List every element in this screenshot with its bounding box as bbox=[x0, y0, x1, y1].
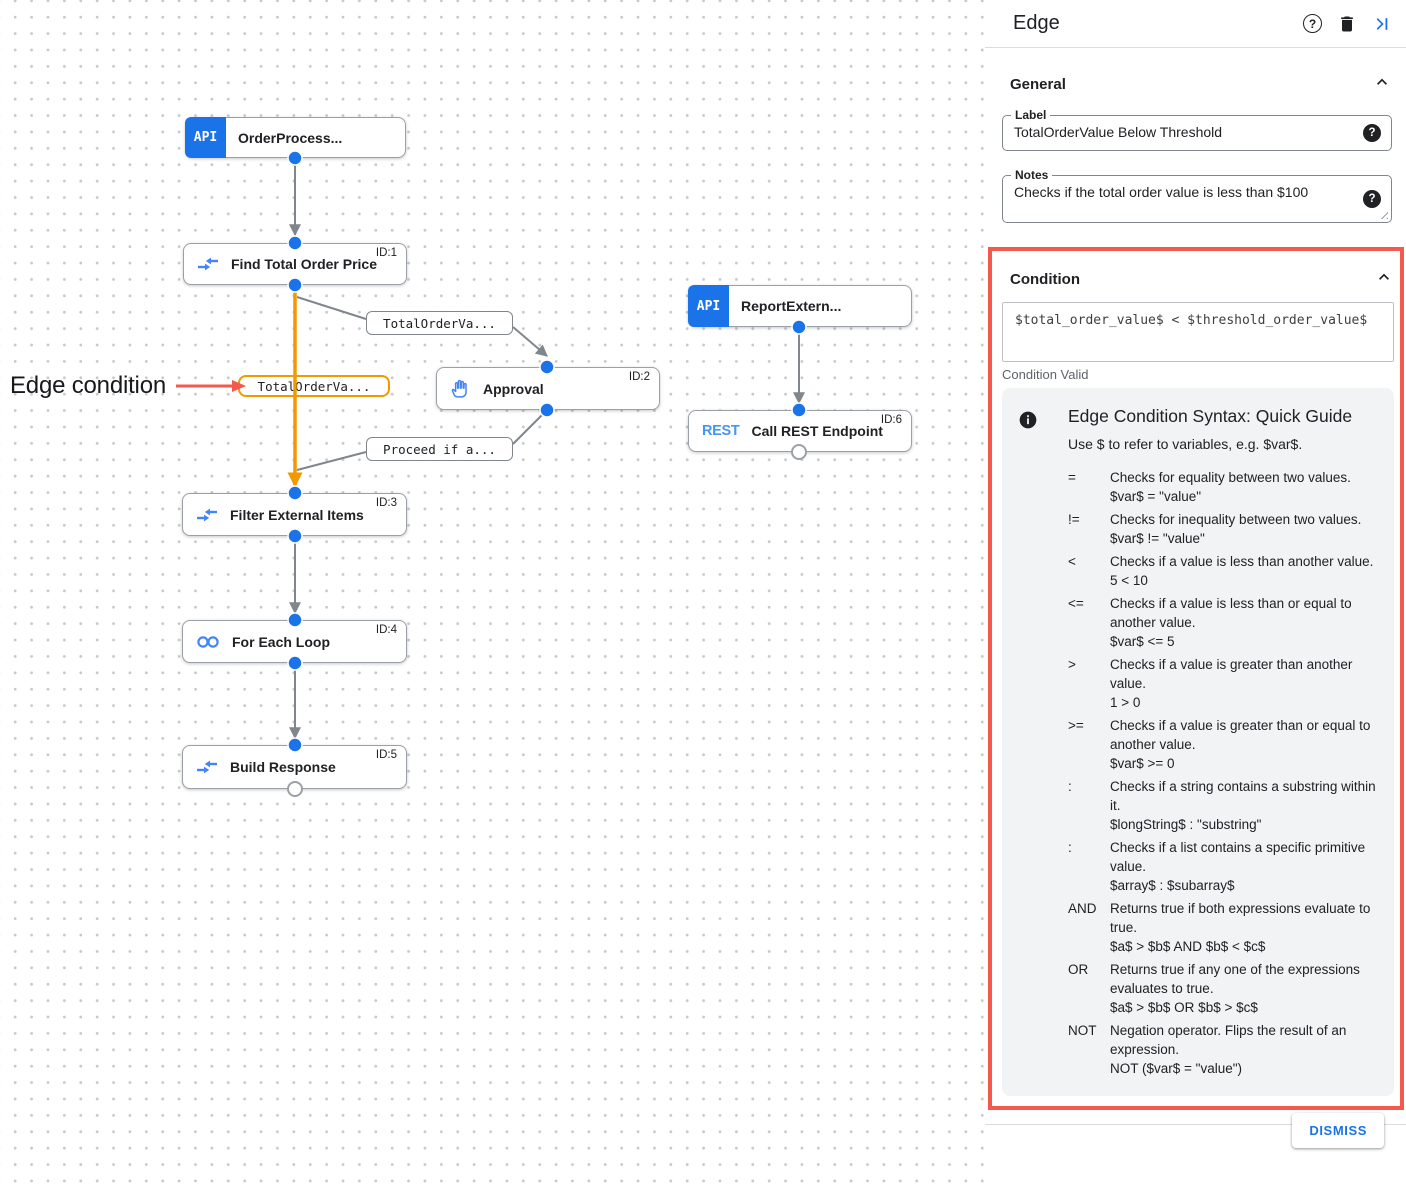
loop-icon bbox=[196, 634, 220, 650]
panel-header: Edge ? bbox=[985, 0, 1406, 48]
label-field: Label ? bbox=[1002, 108, 1392, 151]
node-id: ID:6 bbox=[880, 414, 902, 426]
node-approval[interactable]: Approval ID:2 bbox=[436, 367, 660, 410]
delete-icon[interactable] bbox=[1337, 14, 1357, 34]
api-badge: API bbox=[185, 117, 226, 158]
edge-label-totalorderva-gray[interactable]: TotalOrderVa... bbox=[366, 311, 513, 335]
edge-properties-panel: Edge ? General Label ? Notes Checks if t bbox=[985, 0, 1406, 1189]
api-badge: API bbox=[688, 285, 729, 327]
data-mapping-icon bbox=[197, 255, 219, 273]
guide-row: : Checks if a string contains a substrin… bbox=[1068, 779, 1376, 832]
node-reportextern[interactable]: API ReportExtern... bbox=[688, 285, 912, 327]
guide-row: < Checks if a value is less than another… bbox=[1068, 554, 1374, 588]
node-id: ID:1 bbox=[375, 247, 397, 259]
guide-row: : Checks if a list contains a specific p… bbox=[1068, 840, 1366, 893]
edge-find-to-approval-a[interactable] bbox=[296, 296, 367, 320]
guide-row: > Checks if a value is greater than anot… bbox=[1068, 657, 1353, 710]
node-id: ID:3 bbox=[375, 497, 397, 509]
general-section: General Label ? Notes Checks if the tota… bbox=[985, 48, 1406, 223]
node-title: Call REST Endpoint bbox=[751, 423, 883, 439]
guide-row: != Checks for inequality between two val… bbox=[1068, 512, 1362, 546]
edges-layer bbox=[287, 150, 807, 797]
general-heading: General bbox=[1010, 76, 1066, 93]
edge-approval-to-filter-b[interactable] bbox=[296, 451, 367, 471]
condition-status: Condition Valid bbox=[1002, 367, 1089, 382]
edge-label-proceed-if[interactable]: Proceed if a... bbox=[366, 437, 513, 461]
node-for-each-loop[interactable]: For Each Loop ID:4 bbox=[182, 620, 407, 663]
node-id: ID:4 bbox=[375, 624, 397, 636]
data-mapping-icon bbox=[196, 758, 218, 776]
label-input[interactable] bbox=[1014, 124, 1355, 140]
resize-handle[interactable] bbox=[1379, 210, 1388, 219]
annotation-arrow-icon bbox=[176, 380, 246, 392]
collapse-panel-icon[interactable] bbox=[1372, 14, 1392, 34]
node-title: OrderProcess... bbox=[238, 129, 343, 146]
data-mapping-icon bbox=[196, 506, 218, 524]
syntax-guide-panel: Edge Condition Syntax: Quick Guide Use $… bbox=[1002, 388, 1394, 1096]
node-title: Build Response bbox=[230, 759, 336, 775]
guide-row: NOT Negation operator. Flips the result … bbox=[1068, 1023, 1347, 1076]
dismiss-button[interactable]: DISMISS bbox=[1292, 1113, 1384, 1148]
workflow-canvas[interactable]: API OrderProcess... Find Total Order Pri… bbox=[0, 0, 985, 1189]
label-help-icon[interactable]: ? bbox=[1363, 124, 1381, 142]
node-id: ID:5 bbox=[375, 749, 397, 761]
guide-intro: Use $ to refer to variables, e.g. $var$. bbox=[1068, 436, 1303, 452]
notes-field: Notes Checks if the total order value is… bbox=[1002, 168, 1392, 223]
condition-editor: $total_order_value$ < $threshold_order_v… bbox=[1002, 302, 1394, 362]
approval-hand-icon bbox=[450, 378, 471, 400]
node-title: ReportExtern... bbox=[741, 298, 842, 314]
node-id: ID:2 bbox=[628, 371, 650, 383]
edge-label-totalorderva-selected[interactable]: TotalOrderVa... bbox=[238, 375, 390, 397]
guide-title: Edge Condition Syntax: Quick Guide bbox=[1068, 406, 1353, 426]
condition-input[interactable]: $total_order_value$ < $threshold_order_v… bbox=[1003, 303, 1393, 361]
node-title: For Each Loop bbox=[232, 633, 330, 650]
guide-row: <= Checks if a value is less than or equ… bbox=[1068, 596, 1352, 649]
node-call-rest-endpoint[interactable]: REST Call REST Endpoint ID:6 bbox=[688, 410, 912, 452]
panel-title: Edge bbox=[1013, 12, 1060, 34]
guide-row: AND Returns true if both expressions eva… bbox=[1068, 901, 1371, 954]
info-icon bbox=[1018, 410, 1038, 452]
chevron-up-icon[interactable] bbox=[1374, 267, 1394, 292]
label-field-caption: Label bbox=[1011, 108, 1051, 122]
condition-heading: Condition bbox=[1010, 271, 1080, 288]
annotation-text: Edge condition bbox=[10, 372, 166, 399]
panel-footer: DISMISS bbox=[985, 1113, 1406, 1170]
guide-row: >= Checks if a value is greater than or … bbox=[1068, 718, 1371, 771]
node-title: Filter External Items bbox=[230, 506, 364, 523]
help-icon[interactable]: ? bbox=[1303, 14, 1322, 33]
edge-condition-annotation: Edge condition bbox=[10, 372, 248, 400]
node-filter-external-items[interactable]: Filter External Items ID:3 bbox=[182, 493, 407, 536]
guide-row: = Checks for equality between two values… bbox=[1068, 470, 1351, 504]
node-title: Find Total Order Price bbox=[231, 256, 377, 272]
node-orderprocess[interactable]: API OrderProcess... bbox=[185, 117, 406, 158]
notes-field-caption: Notes bbox=[1011, 168, 1053, 182]
node-build-response[interactable]: Build Response ID:5 bbox=[182, 745, 407, 789]
chevron-up-icon[interactable] bbox=[1372, 72, 1392, 97]
edge-approval-to-filter-a[interactable] bbox=[512, 409, 548, 445]
edge-find-to-approval-b[interactable] bbox=[512, 326, 548, 357]
notes-input[interactable]: Checks if the total order value is less … bbox=[1014, 184, 1309, 200]
guide-rows: = Checks for equality between two values… bbox=[1068, 468, 1380, 1078]
notes-help-icon[interactable]: ? bbox=[1363, 190, 1381, 208]
node-find-total-order-price[interactable]: Find Total Order Price ID:1 bbox=[183, 243, 407, 285]
condition-highlight-box: Condition $total_order_value$ < $thresho… bbox=[988, 247, 1404, 1110]
guide-row: OR Returns true if any one of the expres… bbox=[1068, 962, 1360, 1015]
rest-badge: REST bbox=[702, 423, 740, 439]
node-title: Approval bbox=[483, 380, 544, 397]
